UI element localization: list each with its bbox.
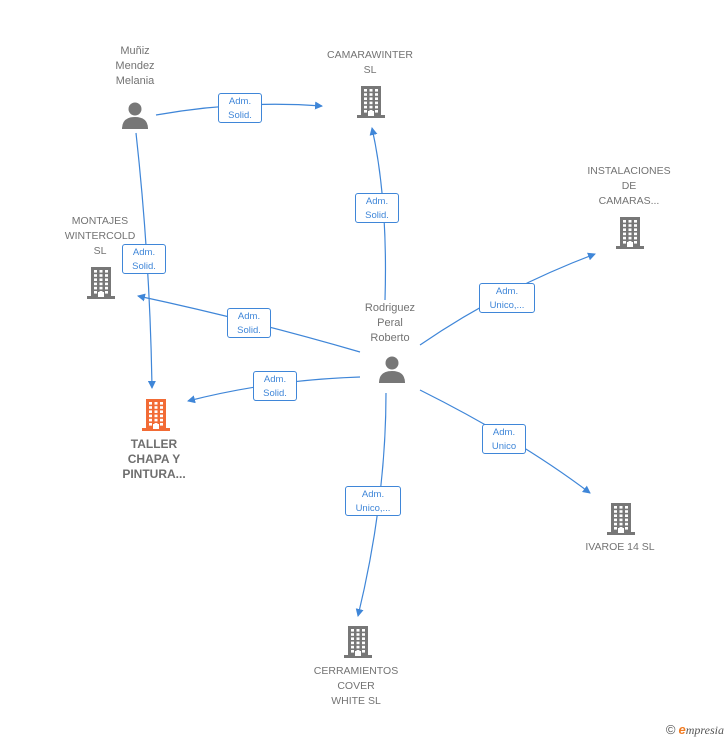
edge-label: Adm.Solid. xyxy=(227,308,271,338)
copyright-symbol: © xyxy=(665,722,676,737)
node-label-ivaroe[interactable]: IVAROE 14 SL xyxy=(585,541,655,553)
node-label-cerramientos[interactable]: CERRAMIENTOS COVER WHITE SL xyxy=(313,665,399,707)
building-icon[interactable] xyxy=(605,501,637,535)
edge-label: Adm.Solid. xyxy=(355,193,399,223)
edge-label: Adm.Solid. xyxy=(122,244,166,274)
edge-label: Adm.Unico,... xyxy=(479,283,535,313)
building-icon[interactable] xyxy=(342,624,374,658)
node-label-taller[interactable]: TALLER CHAPA Y PINTURA... xyxy=(122,437,186,481)
brand-logo-text: mpresia xyxy=(685,723,724,737)
node-label-camarawinter[interactable]: CAMARAWINTER SL xyxy=(327,49,413,76)
edge-label: Adm.Solid. xyxy=(253,371,297,401)
building-icon[interactable] xyxy=(355,84,387,118)
edge-label: Adm.Solid. xyxy=(218,93,262,123)
person-icon[interactable] xyxy=(377,354,407,384)
node-label-instalaciones[interactable]: INSTALACIONES DE CAMARAS... xyxy=(587,165,671,207)
node-label-montajes[interactable]: MONTAJES WINTERCOLD SL xyxy=(64,215,136,257)
brand-footer: © empresia xyxy=(666,722,724,738)
edge-label: Adm.Unico xyxy=(482,424,526,454)
building-icon[interactable] xyxy=(85,265,117,299)
node-label-munz[interactable]: Muñiz Mendez Melania xyxy=(115,45,155,87)
person-icon[interactable] xyxy=(120,100,150,130)
node-label-rodriguez[interactable]: Rodriguez Peral Roberto xyxy=(364,302,416,344)
brand-logo-e: e xyxy=(678,722,686,737)
edge-label: Adm.Unico,... xyxy=(345,486,401,516)
building-icon[interactable] xyxy=(614,215,646,249)
building-icon[interactable] xyxy=(140,397,172,431)
